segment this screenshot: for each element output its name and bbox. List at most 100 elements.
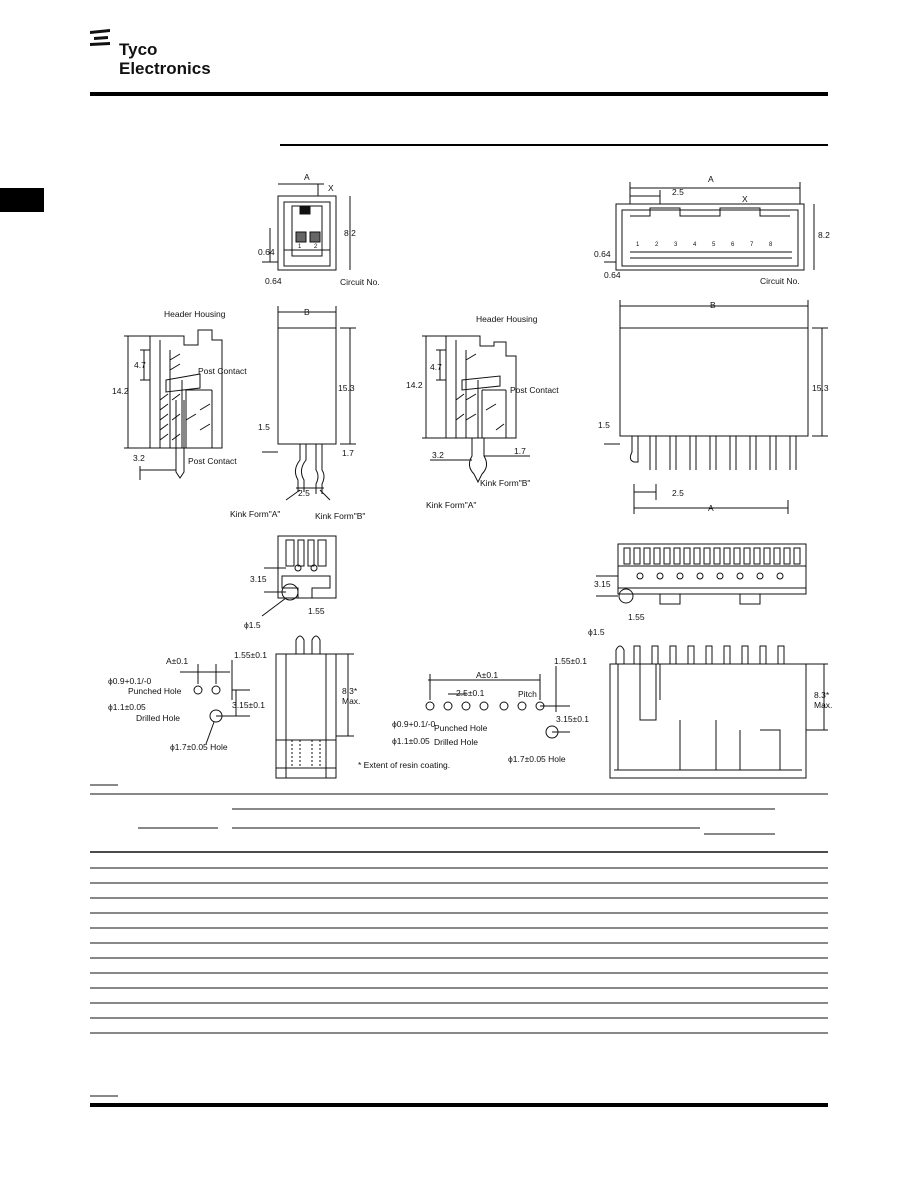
sr-kink-a: Kink Form"A" <box>426 500 477 510</box>
pl-drilled-dia: ϕ1.1±0.05 <box>108 702 146 712</box>
pcb-layout-left <box>180 660 250 745</box>
section-rule <box>280 144 828 146</box>
tr-pin-1: 1 <box>636 242 640 248</box>
tr-pin-7: 7 <box>750 242 754 248</box>
table-rules <box>90 784 828 1097</box>
pr-hole-17: ϕ1.7±0.05 Hole <box>508 754 566 764</box>
tr-circuit-no: Circuit No. <box>760 276 800 286</box>
fr-dim-153: 15.3 <box>812 383 829 393</box>
fl-dim-b: B <box>304 307 310 317</box>
pl-dim-155: 1.55±0.1 <box>234 650 268 660</box>
sl-dim-47: 4.7 <box>134 360 146 370</box>
tr-dim-a: A <box>708 174 714 184</box>
header-rule <box>90 92 828 96</box>
fr-dim-15: 1.5 <box>598 420 610 430</box>
sl-dim-142: 14.2 <box>112 386 129 396</box>
sl-header-housing: Header Housing <box>164 309 226 319</box>
side-section-left <box>124 329 223 480</box>
front-view-left <box>262 306 356 501</box>
fl-dim-17: 1.7 <box>342 448 354 458</box>
sr-dim-142: 14.2 <box>406 380 423 390</box>
tr-pin-5: 5 <box>712 242 716 248</box>
pl-hole-17: ϕ1.7±0.05 Hole <box>170 742 228 752</box>
fr-dim-a: A <box>708 503 714 513</box>
bl-dim-155: 1.55 <box>308 606 325 616</box>
front-view-right <box>604 300 828 514</box>
pr-dim-155: 1.55±0.1 <box>554 656 588 666</box>
tl-pin-2: 2 <box>314 244 318 250</box>
tl-dim-a: A <box>304 172 310 182</box>
brand-line-2: Electronics <box>119 59 211 78</box>
br-dim-155: 1.55 <box>628 612 645 622</box>
tl-pin-1: 1 <box>298 244 302 250</box>
fr-dim-b: B <box>710 300 716 310</box>
pr-dim-315: 3.15±0.1 <box>556 714 590 724</box>
pr-pitch: Pitch <box>518 689 537 699</box>
coated-view-left <box>275 635 354 779</box>
brand-logo: Tyco Electronics <box>88 25 238 81</box>
tl-dim-064a: 0.64 <box>258 247 275 257</box>
pcb-layout-right <box>425 666 570 739</box>
sr-dim-32: 3.2 <box>432 450 444 460</box>
pr-dim-25: 2.5±0.1 <box>456 688 485 698</box>
bottom-view-right <box>596 543 807 605</box>
pl-dim-a: A±0.1 <box>166 656 189 666</box>
pr-drilled-hole: Drilled Hole <box>434 737 478 747</box>
tl-circuit-no: Circuit No. <box>340 277 380 287</box>
br-dim-phi15: ϕ1.5 <box>588 627 605 637</box>
footer-rule <box>90 1103 828 1107</box>
end-view-8pin <box>604 182 815 271</box>
coated-view-right <box>609 663 828 779</box>
sr-kink-b: Kink Form"B" <box>480 478 531 488</box>
tl-dim-x: X <box>328 183 334 193</box>
side-tab <box>0 188 44 212</box>
cr-max: Max. <box>814 700 833 710</box>
tr-pin-6: 6 <box>731 242 735 248</box>
fl-dim-25: 2.5 <box>298 488 310 498</box>
tr-pin-3: 3 <box>674 242 678 248</box>
sl-dim-32: 3.2 <box>133 453 145 463</box>
fl-kink-a: Kink Form"A" <box>230 509 281 519</box>
tr-dim-064a: 0.64 <box>594 249 611 259</box>
tr-pin-8: 8 <box>769 242 773 248</box>
bottom-view-left <box>261 535 337 617</box>
tl-dim-064b: 0.64 <box>265 276 282 286</box>
brand-line-1: Tyco <box>119 40 158 59</box>
end-view-2pin <box>262 183 351 271</box>
sr-post-contact: Post Contact <box>510 385 559 395</box>
side-section-right <box>422 335 530 484</box>
coated-view-right-pins <box>615 645 785 664</box>
br-dim-315: 3.15 <box>594 579 611 589</box>
sr-dim-17: 1.7 <box>514 446 526 456</box>
fl-dim-153: 15.3 <box>338 383 355 393</box>
tr-pin-2: 2 <box>655 242 659 248</box>
tr-dim-064b: 0.64 <box>604 270 621 280</box>
fr-dim-25: 2.5 <box>672 488 684 498</box>
cl-dim-83: 8.3* <box>342 686 358 696</box>
pr-drilled-dia: ϕ1.1±0.05 <box>392 736 430 746</box>
sr-dim-47: 4.7 <box>430 362 442 372</box>
fl-kink-b: Kink Form"B" <box>315 511 366 521</box>
pl-punched-hole: Punched Hole <box>128 686 182 696</box>
fl-dim-15: 1.5 <box>258 422 270 432</box>
pr-dim-a: A±0.1 <box>476 670 499 680</box>
bl-dim-phi15: ϕ1.5 <box>244 620 261 630</box>
cl-max: Max. <box>342 696 361 706</box>
tr-pin-4: 4 <box>693 242 697 248</box>
tr-dim-82: 8.2 <box>818 230 830 240</box>
pr-punched-hole: Punched Hole <box>434 723 488 733</box>
resin-coating-note: * Extent of resin coating. <box>358 760 451 770</box>
sr-header-housing: Header Housing <box>476 314 538 324</box>
bl-dim-315: 3.15 <box>250 574 267 584</box>
pr-punched-dia: ϕ0.9+0.1/-0 <box>392 719 436 729</box>
tl-dim-82: 8.2 <box>344 228 356 238</box>
tr-dim-x: X <box>742 194 748 204</box>
tyco-logo-icon <box>90 29 110 46</box>
tr-dim-25: 2.5 <box>672 187 684 197</box>
pl-punched-dia: ϕ0.9+0.1/-0 <box>108 676 152 686</box>
sl-post-contact-top: Post Contact <box>198 366 247 376</box>
cr-dim-83: 8.3* <box>814 690 830 700</box>
pl-dim-315: 3.15±0.1 <box>232 700 266 710</box>
bottom-view-right-slots <box>623 547 801 580</box>
